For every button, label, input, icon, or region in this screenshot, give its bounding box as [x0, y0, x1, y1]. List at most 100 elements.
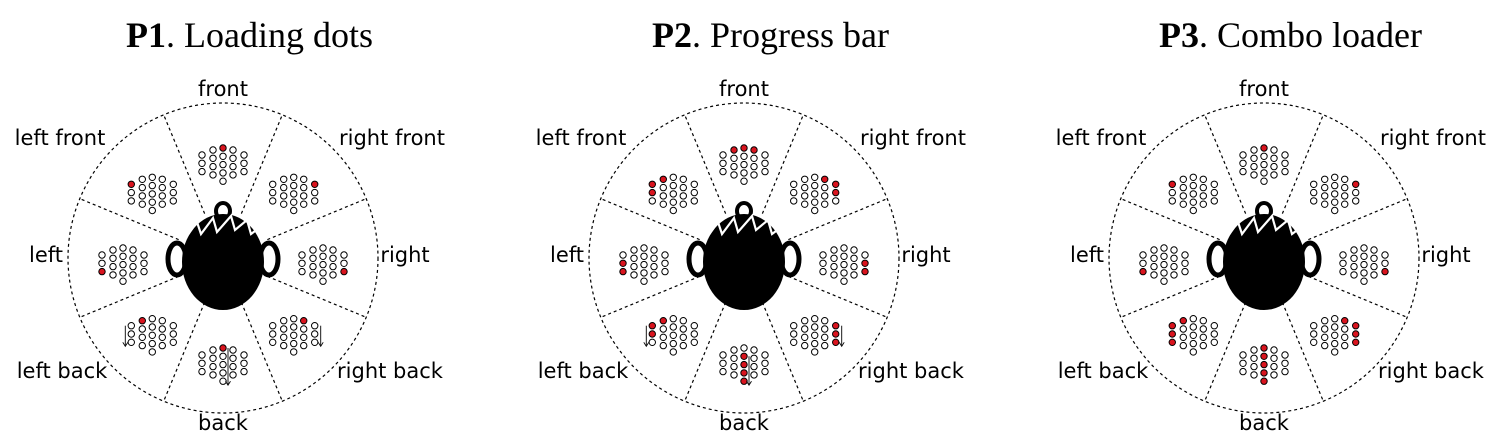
inactive-dot	[1150, 262, 1158, 271]
inactive-dot	[811, 181, 819, 190]
inactive-dot	[811, 315, 819, 323]
inactive-dot	[198, 167, 206, 176]
inactive-dot	[209, 171, 217, 179]
inactive-dot	[819, 267, 827, 276]
inactive-dot	[819, 259, 827, 267]
inactive-dot	[1199, 183, 1207, 192]
inactive-dot	[821, 341, 829, 350]
active-dot	[832, 330, 840, 338]
inactive-dot	[730, 162, 738, 171]
inactive-dot	[109, 262, 117, 271]
inactive-dot	[169, 322, 177, 330]
inactive-dot	[290, 315, 298, 323]
active-dot	[648, 180, 656, 188]
inactive-dot	[840, 277, 848, 285]
inactive-dot	[719, 367, 727, 376]
inactive-dot	[790, 197, 798, 205]
direction-label-left: left	[550, 243, 584, 267]
inactive-dot	[300, 325, 308, 333]
inactive-dot	[1189, 339, 1197, 348]
active-dot	[1168, 338, 1176, 347]
inactive-dot	[158, 341, 166, 350]
inactive-dot	[119, 277, 127, 285]
inactive-dot	[659, 325, 667, 333]
inactive-dot	[1150, 271, 1158, 279]
inactive-dot	[311, 338, 319, 347]
inactive-dot	[1331, 348, 1339, 356]
inactive-dot	[1360, 277, 1368, 285]
inactive-dot	[679, 317, 687, 325]
dot-array-icon	[1239, 344, 1289, 385]
panel-name: Progress bar	[710, 15, 889, 55]
direction-label-front: front	[1239, 77, 1289, 101]
inactive-dot	[1250, 346, 1258, 354]
inactive-dot	[640, 277, 648, 285]
inactive-dot	[750, 371, 758, 379]
inactive-dot	[811, 331, 819, 340]
direction-label-right-back: right back	[1378, 359, 1485, 383]
inactive-dot	[290, 339, 298, 348]
inactive-dot	[290, 331, 298, 340]
inactive-dot	[280, 341, 288, 350]
active-dot	[861, 267, 869, 276]
inactive-dot	[690, 338, 698, 347]
inactive-dot	[1341, 341, 1349, 350]
inactive-dot	[1281, 351, 1289, 359]
inactive-dot	[300, 192, 308, 200]
active-dot	[648, 188, 656, 197]
inactive-dot	[240, 359, 248, 367]
inactive-dot	[198, 359, 206, 367]
inactive-dot	[850, 262, 858, 271]
inactive-dot	[219, 169, 227, 177]
sector-divider	[1204, 302, 1247, 402]
direction-label-right-front: right front	[860, 126, 966, 150]
inactive-dot	[340, 251, 348, 259]
active-dot	[1260, 344, 1268, 352]
inactive-dot	[119, 244, 127, 252]
inactive-dot	[750, 346, 758, 354]
inactive-dot	[138, 192, 146, 200]
inactive-dot	[138, 333, 146, 342]
active-dot	[340, 267, 348, 276]
dot-array-icon	[1310, 315, 1360, 356]
direction-label-left: left	[29, 243, 63, 267]
inactive-dot	[1170, 254, 1178, 262]
direction-label-front: front	[719, 77, 769, 101]
inactive-dot	[801, 200, 809, 208]
panel-title: P3. Combo loader	[1159, 15, 1422, 55]
inactive-dot	[1331, 173, 1339, 181]
head-icon	[1223, 214, 1305, 310]
inactive-dot	[1210, 322, 1218, 330]
arrow-head-icon	[225, 380, 231, 387]
inactive-dot	[1321, 183, 1329, 192]
inactive-dot	[98, 259, 106, 267]
inactive-dot	[659, 341, 667, 350]
inactive-dot	[850, 254, 858, 262]
inactive-dot	[821, 192, 829, 200]
panel-code: P3	[1159, 15, 1200, 55]
sector-divider	[1120, 275, 1220, 318]
active-dot	[1352, 180, 1360, 188]
inactive-dot	[280, 333, 288, 342]
inactive-dot	[640, 260, 648, 269]
inactive-dot	[209, 346, 217, 354]
inactive-dot	[127, 322, 135, 330]
direction-label-left-front: left front	[1056, 126, 1147, 150]
dot-array-icon	[198, 344, 248, 387]
active-dot	[740, 369, 748, 377]
inactive-dot	[140, 259, 148, 267]
inactive-dot	[280, 183, 288, 192]
dot-array-icon	[127, 173, 177, 215]
sector-divider	[761, 302, 804, 402]
inactive-dot	[1341, 325, 1349, 333]
inactive-dot	[1270, 371, 1278, 379]
inactive-dot	[830, 254, 838, 262]
inactive-dot	[811, 339, 819, 348]
inactive-dot	[219, 160, 227, 169]
inactive-dot	[790, 180, 798, 188]
inactive-dot	[648, 197, 656, 205]
inactive-dot	[730, 354, 738, 362]
dot-array-icon	[1239, 144, 1289, 185]
sector-divider	[79, 275, 179, 318]
boundary-circle	[67, 102, 379, 414]
